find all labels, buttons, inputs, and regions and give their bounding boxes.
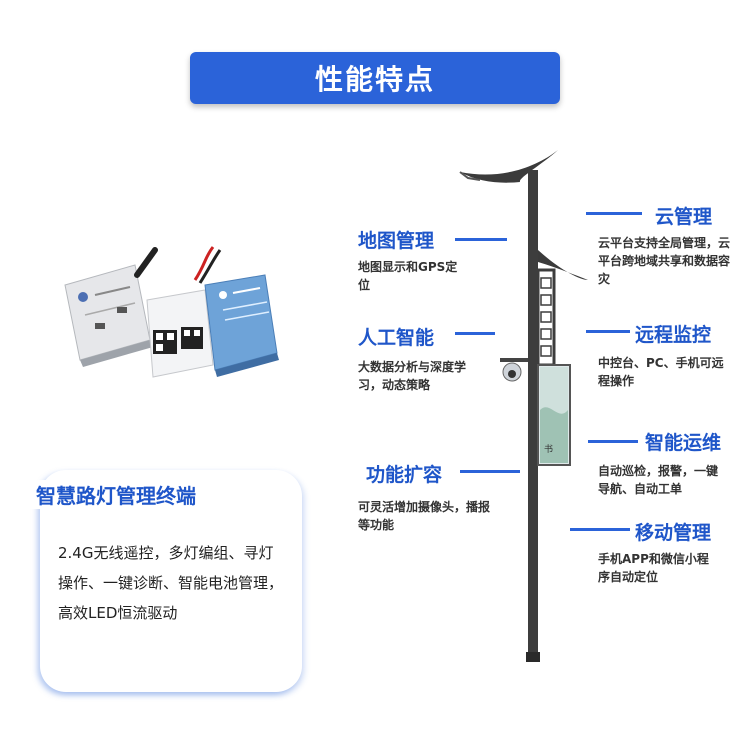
feature-title-remote: 远程监控 bbox=[635, 324, 712, 346]
connector-line bbox=[588, 440, 638, 443]
connector-line bbox=[455, 238, 507, 241]
feature-desc-map: 地图显示和GPS定位 bbox=[358, 260, 458, 292]
card-title: 智慧路灯管理终端 bbox=[30, 480, 202, 509]
feature-desc-ops: 自动巡检，报警，一键导航、自动工单 bbox=[598, 464, 719, 496]
connector-line bbox=[570, 528, 630, 531]
connector-line bbox=[455, 332, 495, 335]
header-banner: 性能特点 bbox=[190, 52, 560, 104]
card-description: 2.4G无线遥控，多灯编组、寻灯操作、一键诊断、智能电池管理，高效LED恒流驱动 bbox=[58, 544, 284, 622]
street-lamp-illustration: 书 bbox=[459, 150, 588, 662]
feature-title-mobile: 移动管理 bbox=[635, 522, 712, 544]
feature-desc-expansion: 可灵活增加摄像头，播报等功能 bbox=[358, 500, 491, 532]
svg-text:书: 书 bbox=[544, 444, 553, 455]
connector-line bbox=[586, 212, 642, 215]
connector-line bbox=[460, 470, 520, 473]
feature-title-expansion: 功能扩容 bbox=[366, 464, 443, 486]
feature-desc-cloud: 云平台支持全局管理，云平台跨地域共享和数据容灾 bbox=[598, 236, 731, 286]
feature-desc-ai: 大数据分析与深度学习，动态策略 bbox=[358, 360, 467, 392]
device-illustration bbox=[64, 246, 279, 378]
feature-title-map: 地图管理 bbox=[358, 230, 435, 252]
page-title: 性能特点 bbox=[314, 63, 435, 96]
feature-title-ai: 人工智能 bbox=[358, 327, 435, 349]
feature-desc-remote: 中控台、PC、手机可远程操作 bbox=[598, 356, 724, 388]
connector-line bbox=[586, 330, 630, 333]
feature-title-cloud: 云管理 bbox=[655, 206, 713, 228]
feature-title-ops: 智能运维 bbox=[645, 432, 722, 454]
feature-desc-mobile: 手机APP和微信小程序自动定位 bbox=[598, 552, 709, 584]
